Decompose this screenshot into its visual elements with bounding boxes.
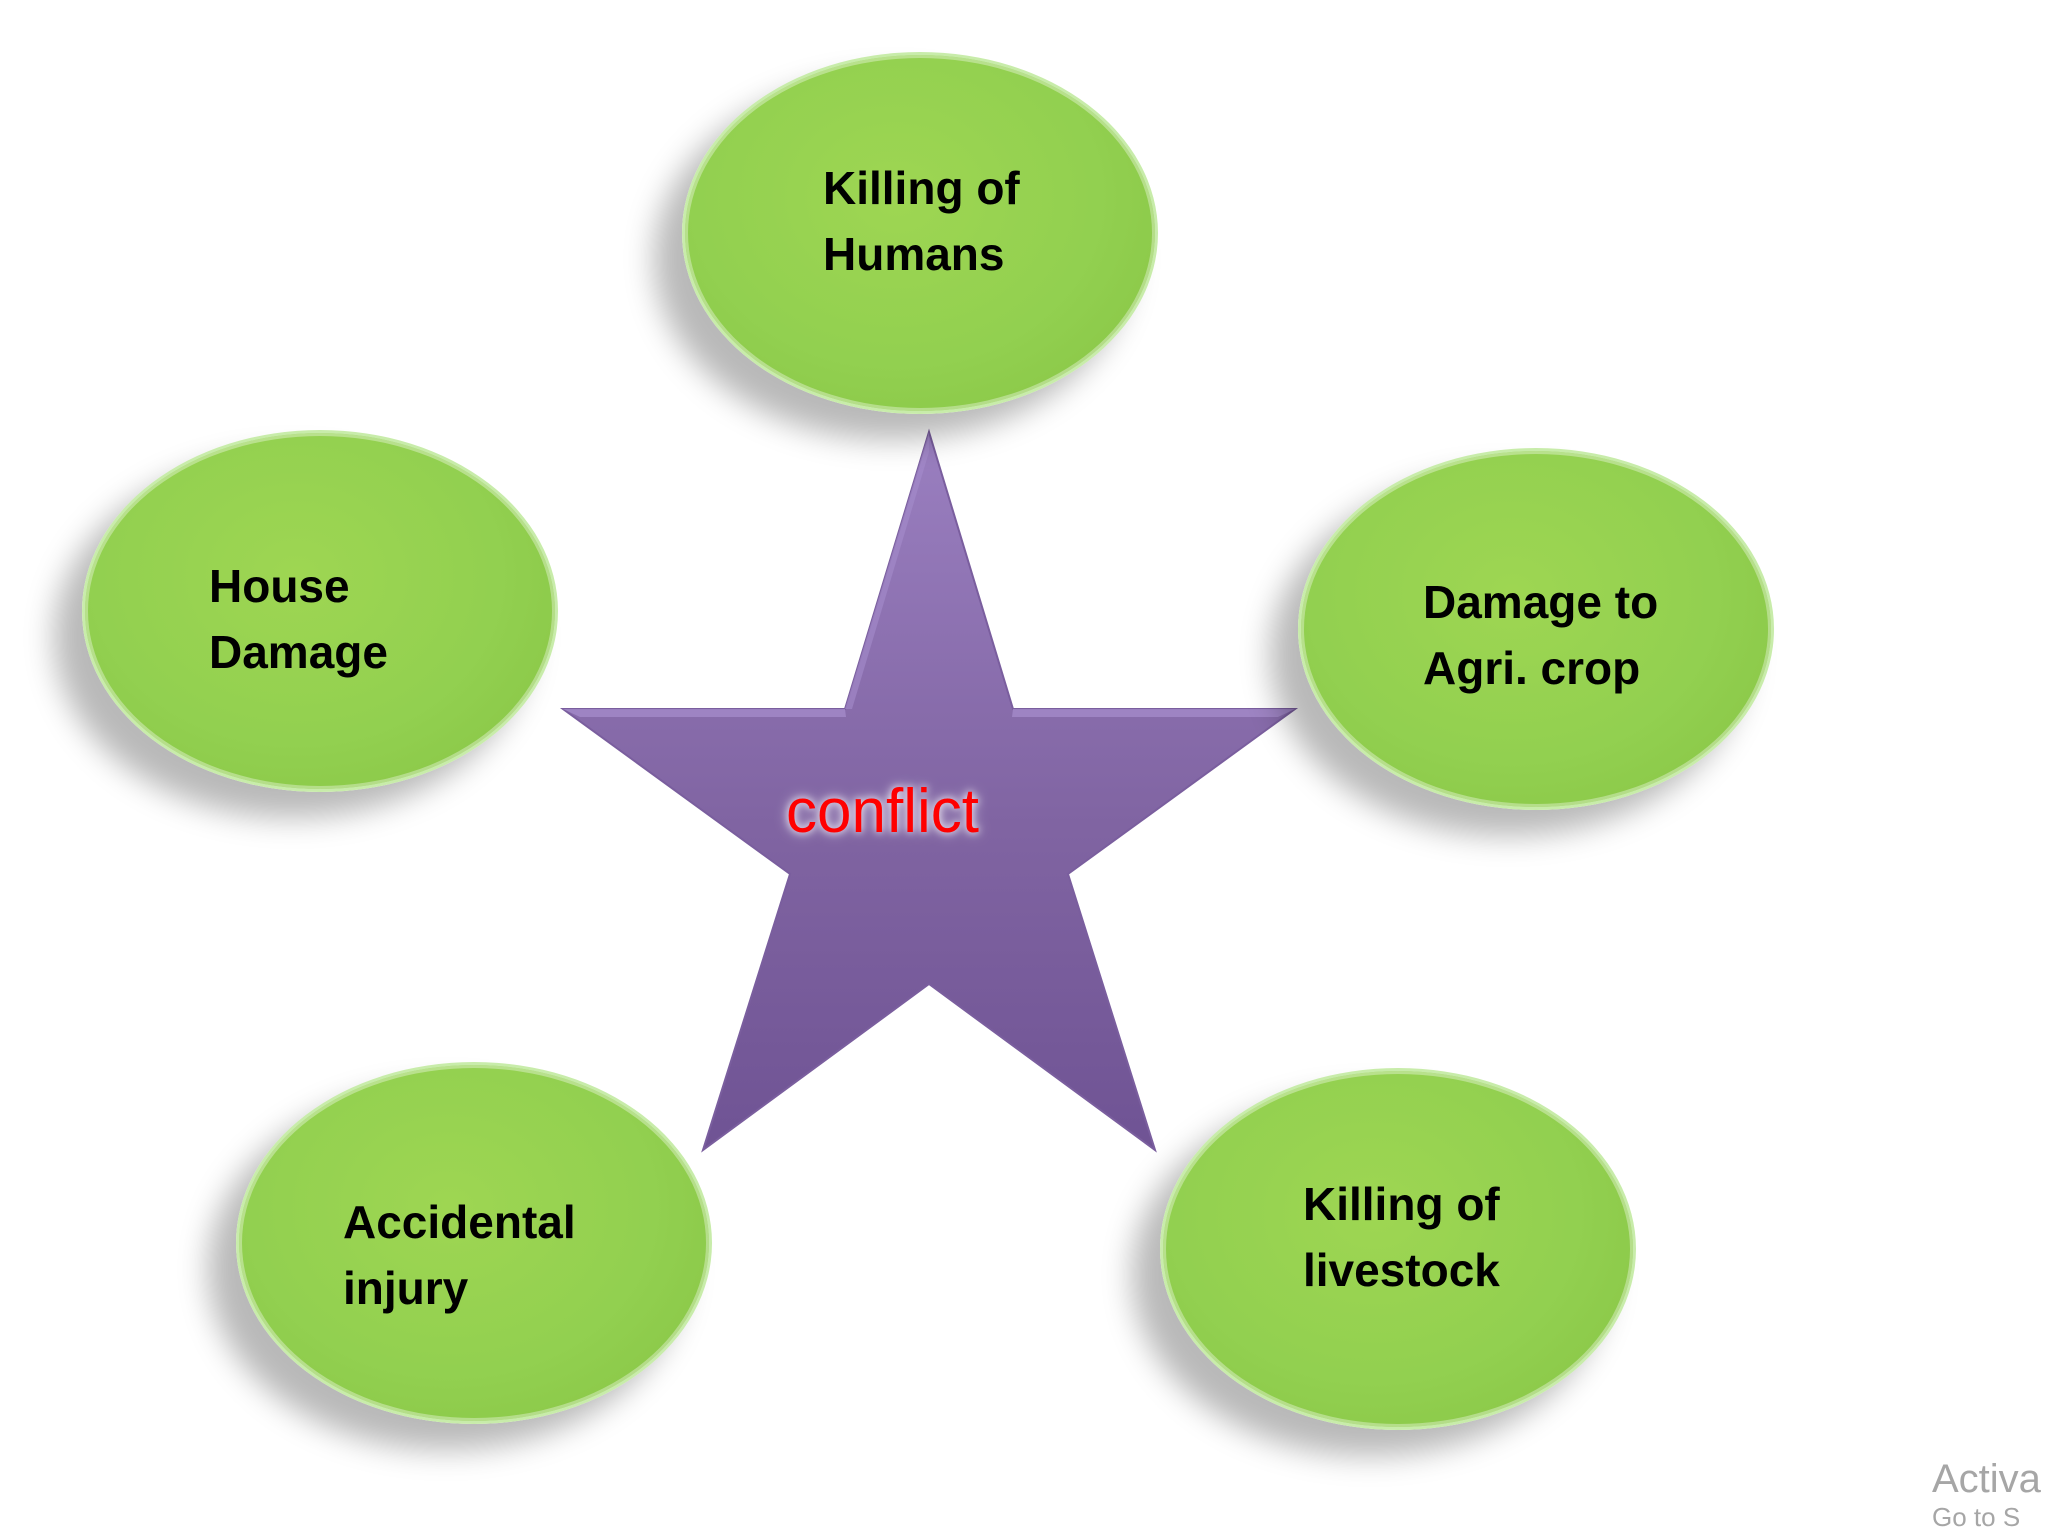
watermark-line: Activa — [1932, 1457, 2041, 1501]
node-label-line: Accidental — [343, 1196, 576, 1248]
node-label-line: House — [209, 560, 350, 612]
node-label: Damage to Agri. crop — [1423, 569, 1658, 701]
node-killing-of-livestock: Killing of livestock — [1160, 1068, 1636, 1430]
node-label-line: injury — [343, 1262, 469, 1314]
node-label-line: livestock — [1303, 1244, 1500, 1296]
node-label: House Damage — [209, 553, 388, 685]
node-label-line: Killing of — [1303, 1178, 1500, 1230]
node-label-line: Damage — [209, 626, 388, 678]
node-label-line: Humans — [823, 228, 1005, 280]
node-house-damage: House Damage — [82, 430, 558, 792]
watermark-line: Go to S — [1932, 1502, 2021, 1532]
center-star — [559, 428, 1299, 1153]
node-label-line: Agri. crop — [1423, 642, 1641, 694]
star-bevel-top — [845, 432, 929, 709]
node-damage-to-agri-crop: Damage to Agri. crop — [1298, 448, 1774, 810]
node-label-line: Damage to — [1423, 576, 1659, 628]
center-label-conflict: conflict — [786, 777, 979, 846]
star-bevel-left-arm — [563, 709, 846, 717]
node-label: Accidental injury — [343, 1189, 576, 1321]
node-accidental-injury: Accidental injury — [236, 1062, 712, 1424]
star-bevel-right-arm — [1012, 709, 1295, 717]
node-killing-of-humans: Killing of Humans — [682, 52, 1158, 414]
node-label-line: Killing of — [823, 162, 1020, 214]
activation-watermark: Activa Go to S — [1932, 1456, 2041, 1532]
node-label: Killing of Humans — [823, 155, 1020, 287]
node-label: Killing of livestock — [1303, 1171, 1500, 1303]
